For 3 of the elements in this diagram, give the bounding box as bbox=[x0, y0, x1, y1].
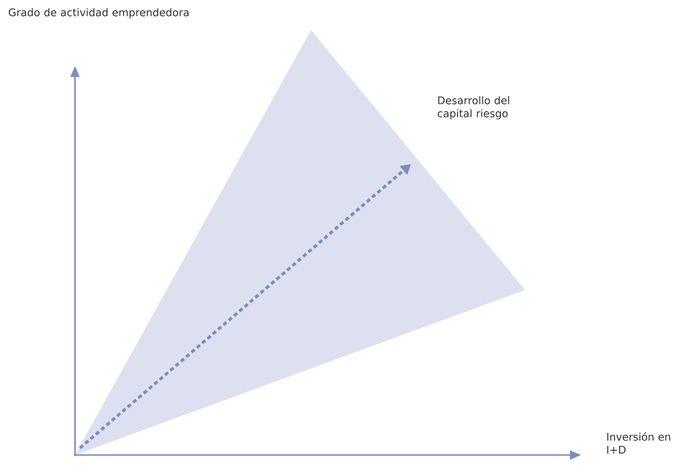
axis-label: Desarrollo del capital riesgo bbox=[438, 96, 510, 120]
axis-label: Grado de actividad emprendedora bbox=[8, 8, 189, 18]
axis-label: Inversión en I+D bbox=[607, 432, 670, 454]
